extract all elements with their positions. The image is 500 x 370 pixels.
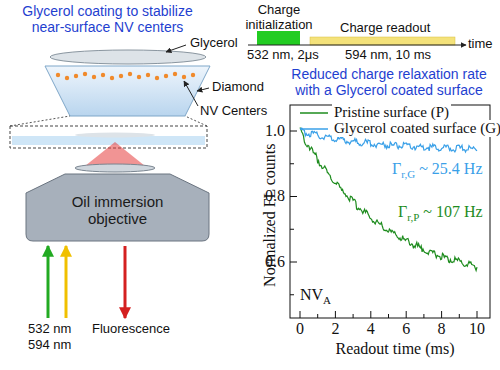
- pristine-curve: [300, 127, 477, 270]
- tick: [406, 311, 407, 318]
- glycerol-disk: [50, 50, 206, 64]
- axis-title: Normalized FL counts: [261, 140, 279, 290]
- nv-dot: [65, 76, 69, 80]
- subscript: r,P: [407, 211, 419, 223]
- tick-label: 8: [427, 320, 457, 338]
- tick: [388, 314, 389, 318]
- red-arrow: [124, 246, 127, 318]
- nv-dot: [146, 73, 150, 77]
- leader-line: [166, 45, 186, 52]
- part-label: Glycerol: [190, 36, 238, 51]
- objective-lens: [75, 164, 155, 172]
- timing-label: Charge initialization: [243, 3, 315, 33]
- legend-line: [300, 128, 328, 130]
- signal-label: Fluorescence: [92, 322, 170, 337]
- objective-shape: [26, 174, 209, 241]
- tick: [370, 311, 371, 318]
- axis-label: time: [468, 37, 493, 52]
- nv-dot: [119, 74, 123, 78]
- tick: [290, 262, 297, 263]
- nv-dot: [92, 75, 96, 79]
- nv-dot: [101, 73, 105, 77]
- objective-box: Oil immersion objective: [25, 173, 210, 242]
- plot-title: Reduced charge relaxation rate with a Gl…: [281, 66, 497, 98]
- legend-line: [300, 112, 328, 114]
- nv-dot: [74, 74, 78, 78]
- timing-label: Charge readout: [340, 21, 430, 36]
- node-label: Oil immersion objective: [58, 173, 178, 228]
- tick: [353, 314, 354, 318]
- zoom-line: [10, 116, 70, 126]
- subscript: A: [323, 294, 331, 306]
- leader-line: [184, 81, 198, 106]
- tick: [423, 314, 424, 318]
- annotation-text: ~ 107 Hz: [423, 203, 482, 220]
- annotation-text: Γ: [392, 160, 401, 177]
- nv-dot: [137, 75, 141, 79]
- annotation: Γr,P ~ 107 Hz: [398, 203, 483, 224]
- timing-label: 594 nm, 10 ms: [345, 48, 431, 63]
- nv-dot: [110, 76, 114, 80]
- tick: [300, 311, 301, 318]
- wavelength-label: 594 nm: [28, 338, 71, 353]
- tick: [459, 314, 460, 318]
- tick-label: 1.0: [253, 122, 285, 140]
- legend-text: Glycerol coated surface (G): [332, 120, 500, 137]
- nv-dot: [155, 76, 159, 80]
- readout-pulse: [310, 37, 455, 45]
- tick: [317, 314, 318, 318]
- tick: [335, 311, 336, 318]
- zoom-box: [10, 126, 207, 148]
- part-label: Diamond: [212, 80, 264, 95]
- nv-dot: [191, 73, 195, 77]
- green-arrow: [47, 246, 50, 318]
- tick: [290, 229, 294, 230]
- time-axis: [248, 45, 466, 46]
- axis-ticks: [290, 131, 477, 318]
- diamond-block: [45, 66, 210, 116]
- tick: [290, 196, 297, 197]
- tick: [441, 311, 442, 318]
- subscript: r,G: [401, 168, 415, 180]
- tick: [477, 311, 478, 318]
- leader-line: [197, 88, 209, 91]
- legend-text: Pristine surface (P): [332, 104, 451, 121]
- annotation-text: ~ 25.4 Hz: [419, 160, 482, 177]
- tick: [290, 163, 294, 164]
- yellow-arrow: [65, 246, 68, 318]
- nv-dot: [83, 72, 87, 76]
- nv-center-dots: [56, 72, 195, 80]
- tick-label: 0: [285, 320, 315, 338]
- annotation: Γr,G ~ 25.4 Hz: [392, 160, 482, 181]
- nv-dot: [164, 74, 168, 78]
- tick: [290, 131, 297, 132]
- tick: [290, 294, 294, 295]
- nv-dot: [182, 75, 186, 79]
- wavelength-label: 532 nm: [28, 322, 71, 337]
- nv-dot: [173, 72, 177, 76]
- init-pulse: [257, 31, 300, 45]
- nv-dot: [56, 73, 60, 77]
- annotation: NVA: [300, 286, 331, 307]
- annotation-text: NV: [300, 286, 323, 303]
- tick-label: 4: [356, 320, 386, 338]
- tick-label: 6: [391, 320, 421, 338]
- axis-title: Readout time (ms): [320, 340, 470, 358]
- sample-glycerol: [75, 133, 155, 138]
- annotation-text: Γ: [398, 203, 407, 220]
- timing-label: 532 nm, 2μs: [247, 48, 319, 63]
- figure-title: Glycerol coating to stabilize near-surfa…: [5, 3, 210, 35]
- tick-label: 2: [320, 320, 350, 338]
- tick-label: 10: [462, 320, 492, 338]
- nv-dot: [128, 72, 132, 76]
- part-label: NV Centers: [200, 104, 267, 119]
